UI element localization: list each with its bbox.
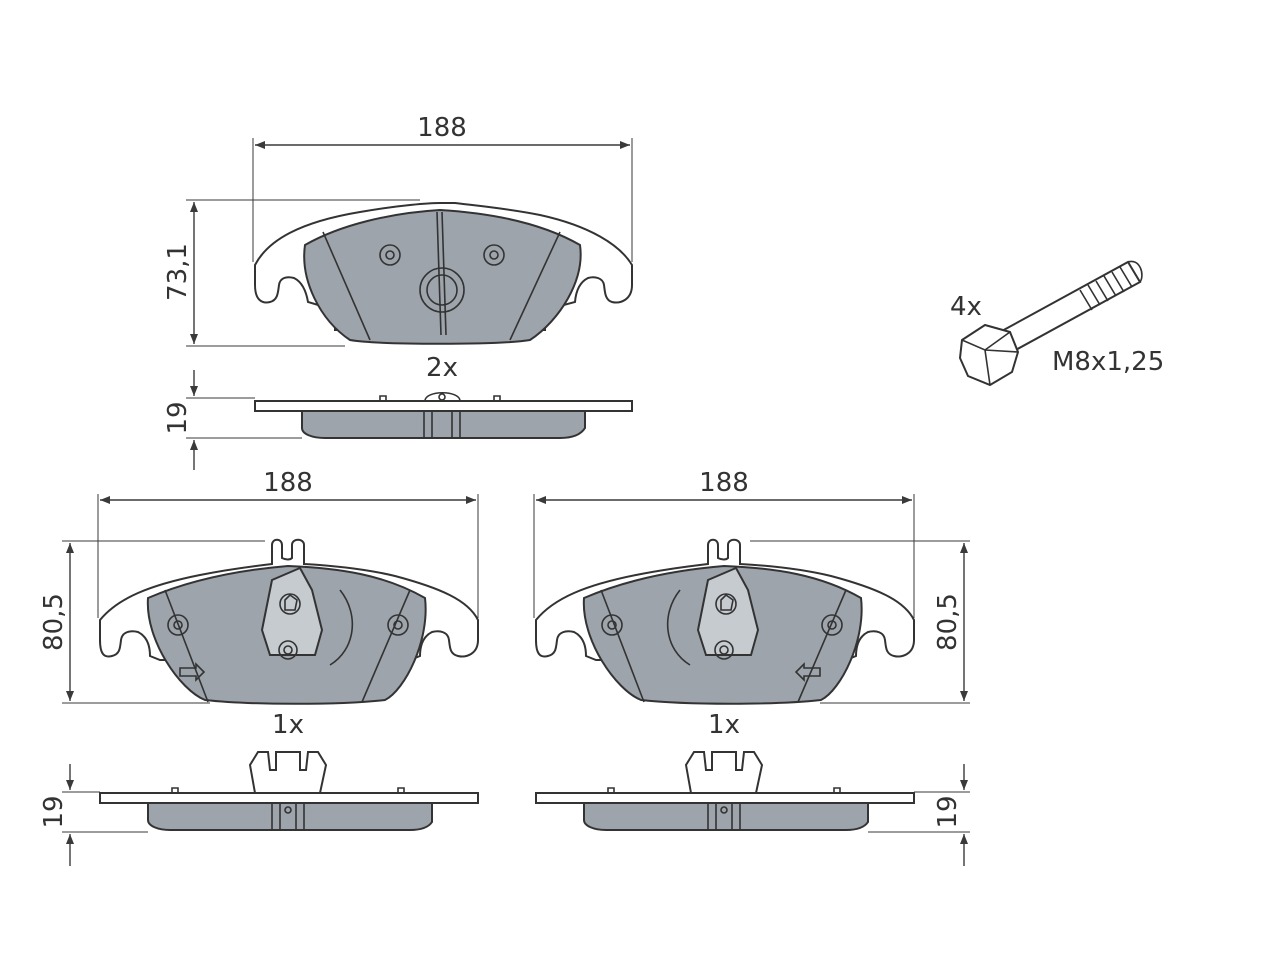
bottom-right-pad-height-label: 80,5 (933, 593, 963, 651)
bottom-right-pad-quantity-label: 1x (708, 710, 740, 740)
bottom-left-pad-quantity-label: 1x (272, 710, 304, 740)
bottom-right-pad-width-label: 188 (699, 468, 749, 498)
top-pad-side-view: 2x 19 (163, 353, 633, 470)
top-pad-thickness-label: 19 (163, 401, 193, 434)
top-pad-quantity-label: 2x (426, 353, 458, 383)
top-pad-width-label: 188 (417, 113, 467, 143)
bottom-right-pad-thickness-label: 19 (933, 795, 963, 828)
bottom-left-pad-thickness-label: 19 (39, 795, 69, 828)
bottom-left-pad-front-view: 188 80,5 (39, 468, 479, 705)
bottom-left-pad-width-label: 188 (263, 468, 313, 498)
top-pad-height-label: 73,1 (163, 243, 193, 301)
bottom-right-pad-front-view: 188 80,5 (533, 468, 970, 705)
bolt-thread-label: M8x1,25 (1052, 347, 1164, 377)
bolt-quantity-label: 4x (950, 292, 982, 322)
bottom-left-pad-height-label: 80,5 (39, 593, 69, 651)
bottom-left-pad-side-view: 1x 19 (39, 710, 479, 866)
bolt-illustration: 4x M8x1,25 (950, 260, 1164, 387)
top-pad-front-view: 188 73,1 (163, 113, 633, 347)
bottom-right-pad-side-view: 1x 19 (535, 710, 970, 866)
